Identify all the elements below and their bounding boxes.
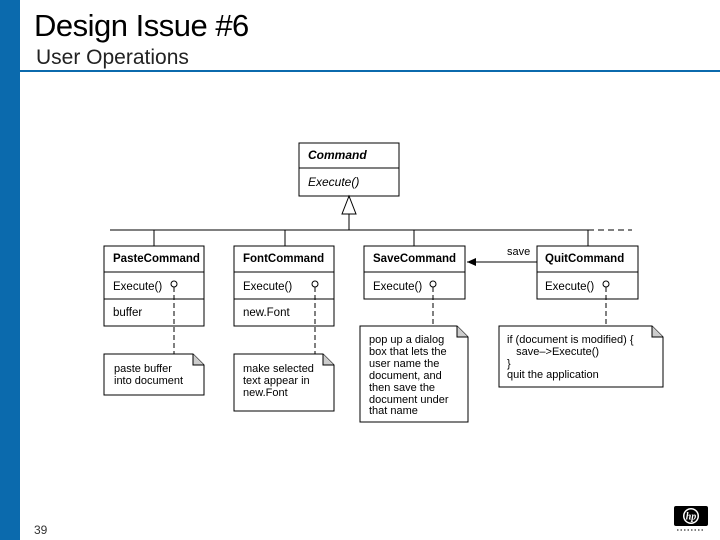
- save-execute-method: Execute(): [373, 281, 422, 293]
- save-command-name: SaveCommand: [373, 253, 456, 265]
- command-class-name: Command: [308, 148, 367, 162]
- quit-execute-method: Execute(): [545, 281, 594, 293]
- quit-note-text: if (document is modified) { save–>Execut…: [507, 334, 634, 381]
- page-number: 39: [34, 523, 48, 537]
- hp-logo-icon: hp: [674, 506, 708, 531]
- font-newfont-attribute: new.Font: [243, 307, 290, 319]
- paste-note: paste buffer into document: [103, 353, 205, 396]
- svg-text:hp: hp: [686, 512, 697, 523]
- paste-command-class: PasteCommand Execute() buffer: [103, 245, 205, 354]
- command-class: Command Execute(): [298, 142, 400, 197]
- paste-buffer-attribute: buffer: [113, 307, 142, 319]
- font-execute-method: Execute(): [243, 281, 292, 293]
- save-note: pop up a dialog box that lets the user n…: [359, 325, 469, 423]
- font-command-name: FontCommand: [243, 253, 324, 265]
- quit-command-class: QuitCommand Execute(): [536, 245, 639, 326]
- paste-command-name: PasteCommand: [113, 253, 200, 265]
- slide-title: Design Issue #6: [34, 8, 249, 43]
- save-command-class: SaveCommand Execute(): [363, 245, 466, 326]
- paste-note-text: paste buffer into document: [114, 363, 183, 387]
- title-rule: [20, 70, 720, 72]
- font-note-text: make selected text appear in new.Font: [243, 363, 317, 399]
- font-command-class: FontCommand Execute() new.Font: [233, 245, 335, 354]
- save-association-label: save: [507, 246, 530, 258]
- save-association: save: [467, 246, 537, 266]
- sidebar-accent-bar: [0, 0, 20, 540]
- font-note: make selected text appear in new.Font: [233, 353, 335, 412]
- save-note-text: pop up a dialog box that lets the user n…: [369, 334, 452, 417]
- command-execute-method: Execute(): [308, 175, 359, 189]
- quit-command-name: QuitCommand: [545, 253, 624, 265]
- slide-subtitle: User Operations: [36, 46, 189, 69]
- inheritance-tree: [110, 194, 632, 246]
- paste-execute-method: Execute(): [113, 281, 162, 293]
- quit-note: if (document is modified) { save–>Execut…: [498, 325, 664, 388]
